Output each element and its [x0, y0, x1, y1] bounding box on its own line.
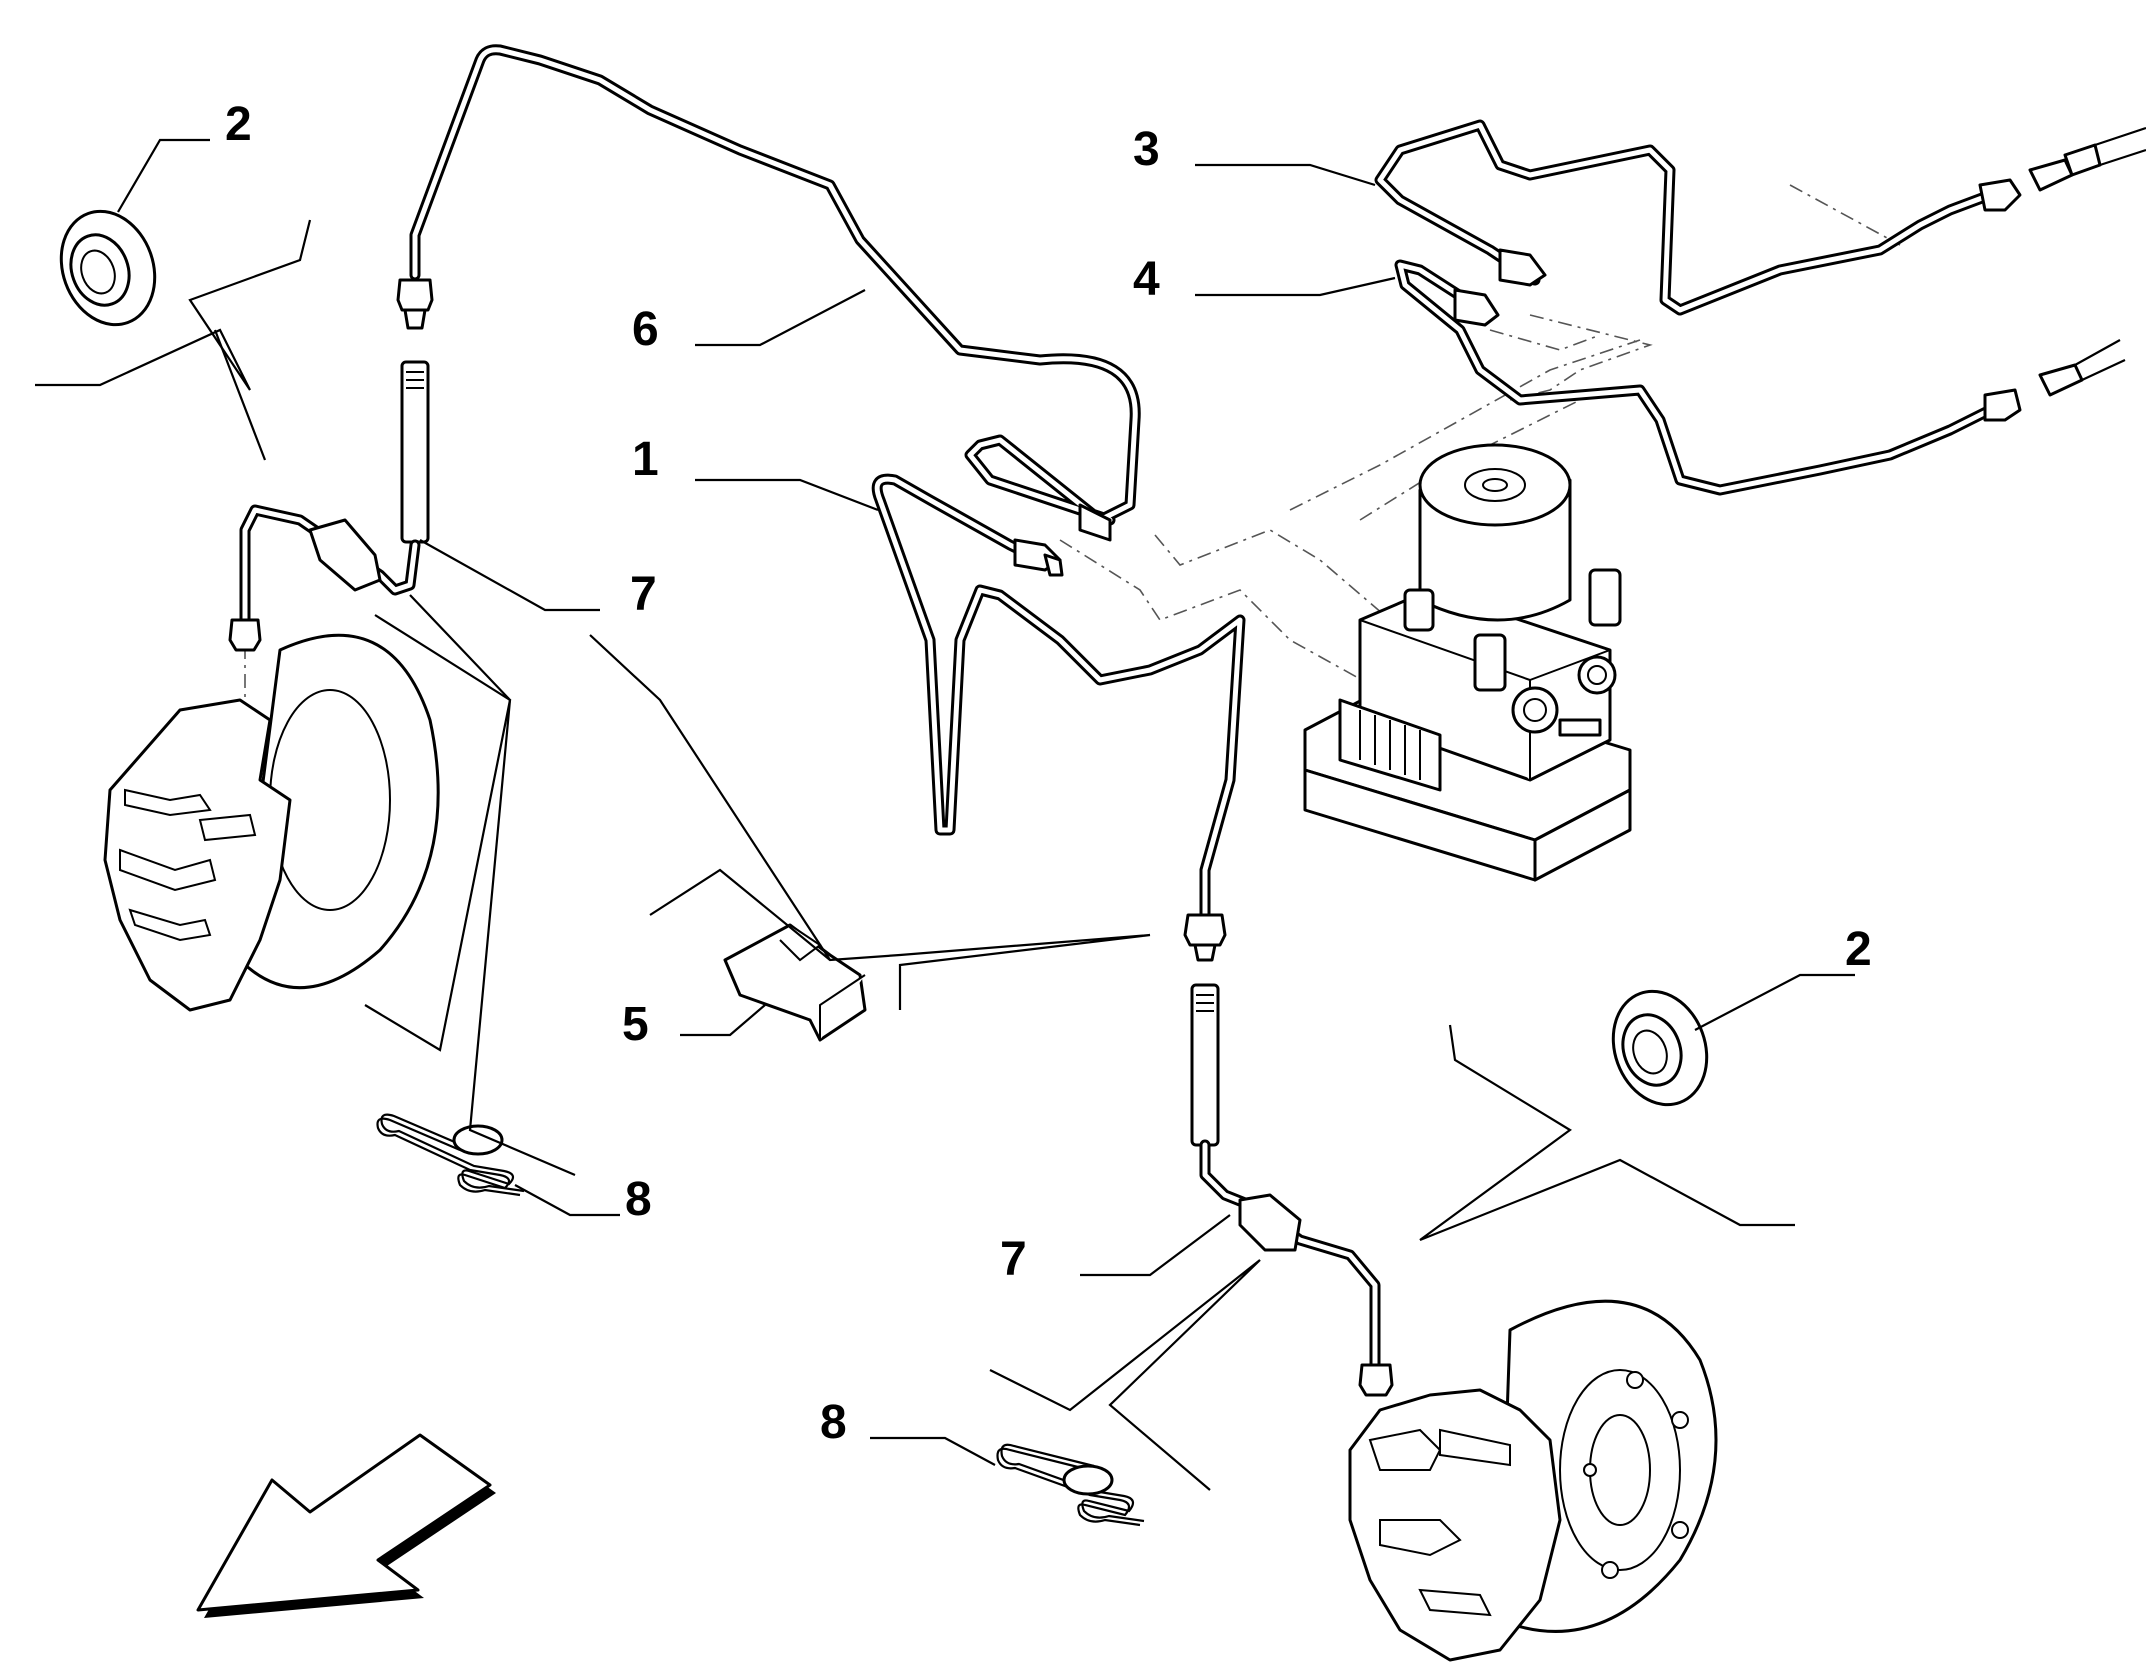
callout-2-lower: 2 — [1845, 923, 1872, 976]
brake-pipe-4 — [1394, 259, 2126, 496]
spring-clip-part-8-upper — [376, 1113, 525, 1197]
callout-6: 6 — [632, 303, 659, 356]
brake-hose-left — [228, 360, 430, 652]
callout-2-upper: 2 — [225, 98, 252, 151]
callout-5: 5 — [622, 998, 649, 1051]
brake-pipe-3 — [1374, 119, 2146, 316]
bracket-part-5 — [723, 923, 867, 1042]
arrow-down-left-icon — [196, 1433, 496, 1618]
brake-pipe-6 — [396, 44, 1141, 542]
callout-8-upper: 8 — [625, 1173, 652, 1226]
spring-clip-part-8-lower — [996, 1443, 1145, 1527]
callout-leaders — [117, 138, 1855, 1466]
group-bracket-lines — [35, 219, 1795, 1491]
callout-1: 1 — [632, 433, 659, 486]
callout-8-lower: 8 — [820, 1396, 847, 1449]
brake-hose-right — [1190, 983, 1394, 1397]
callout-3: 3 — [1133, 123, 1160, 176]
brake-pipe-1 — [871, 473, 1246, 962]
callout-labels: 1 2 2 3 4 5 6 7 7 8 8 — [225, 98, 1872, 1449]
abs-modulator-unit — [1303, 443, 1632, 882]
grommet-part-2-upper — [59, 209, 157, 327]
brake-disc-right — [1348, 1299, 1718, 1662]
brake-disc-left — [103, 633, 440, 1012]
callout-7-lower: 7 — [1000, 1233, 1027, 1286]
grommet-part-2-lower — [1611, 989, 1709, 1107]
callout-7-upper: 7 — [630, 568, 657, 621]
callout-4: 4 — [1133, 253, 1160, 306]
